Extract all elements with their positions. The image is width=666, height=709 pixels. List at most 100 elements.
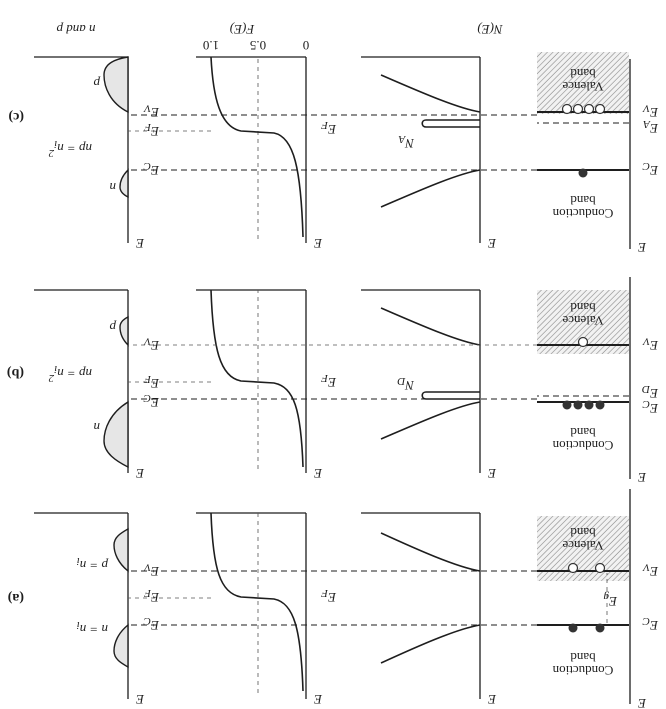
n-label-b: n (94, 420, 101, 435)
carrier-ef-label-b: EF (144, 373, 160, 391)
electron-distribution-c (119, 168, 129, 199)
panel-tag-b: (b) (7, 365, 24, 380)
dos-energy-label-c: E (488, 236, 497, 251)
acceptor-dos-c (421, 119, 480, 128)
fermi-plot-b: EF E (196, 289, 337, 481)
p-eq-label-a: p = ni (77, 555, 109, 573)
gap-label-a: Eg (603, 591, 618, 609)
hole-c-3 (572, 103, 584, 115)
hole-distribution-a (113, 527, 129, 573)
fermi-energy-label-b: E (314, 466, 323, 481)
fermi-plot-c: EF E (196, 56, 337, 251)
valence-label-1-b: Valence (562, 313, 603, 328)
fermi-energy-label-c: E (314, 236, 323, 251)
n-eq-label-a: n = ni (77, 619, 108, 637)
dos-conduction-curve-a (380, 624, 481, 664)
conduction-label-2-b: band (570, 425, 596, 440)
panel-b: E Valence band Conduction band EC ED EV (7, 277, 659, 485)
column-headers: N(E) F(E) n and p 0 0.5 1.0 (56, 22, 504, 53)
fermi-tick-0: 0 (303, 38, 310, 53)
band-diagram-c: E Valence band Conduction band EC EA EV (537, 52, 659, 255)
upright-figure: N(E) F(E) n and p 0 0.5 1.0 E Valence ba… (7, 22, 659, 709)
hole-distribution-c (103, 56, 129, 114)
band-diagram-a: E Valence band Conduction band Eg EC EV (537, 489, 659, 709)
conduction-label-1-c: Conduction (552, 206, 613, 221)
fermi-curve-c (210, 56, 304, 238)
conduction-label-2-c: band (570, 193, 596, 208)
carrier-ec-label-b: EC (143, 392, 160, 410)
n-label-c: n (110, 180, 117, 195)
carrier-ef-label-c: EF (144, 121, 160, 139)
ef-label-c: EF (321, 119, 337, 137)
ef-label-a: EF (321, 587, 337, 605)
dos-plot-a: E (361, 512, 497, 707)
hole-c-1 (594, 103, 606, 115)
header-carriers: n and p (56, 22, 96, 37)
band-diagram-b: E Valence band Conduction band EC ED EV (537, 277, 659, 485)
ed-label-b: ED (642, 383, 659, 401)
valence-label-2-b: band (570, 300, 596, 315)
fermi-curve-a (210, 512, 304, 692)
dos-plot-b: E ND (361, 289, 497, 481)
header-fermi: F(E) (230, 22, 256, 37)
ev-label-c: EV (642, 102, 659, 120)
panel-c: E Valence band Conduction band EC EA EV (8, 52, 659, 255)
p-label-c: p (93, 76, 101, 91)
carrier-plot-a: E n = ni p = ni EC EV EF (a) (7, 512, 160, 707)
carrier-energy-label-a: E (136, 692, 145, 707)
electron-b-1 (595, 400, 605, 410)
donor-dos-b (421, 391, 480, 400)
fermi-tick-10: 1.0 (203, 38, 219, 53)
ec-label-a: EC (642, 615, 659, 633)
dos-valence-curve-c (380, 74, 481, 113)
valence-label-1-c: Valence (562, 79, 603, 94)
conduction-label-2-a: band (570, 650, 596, 665)
fermi-energy-label-a: E (314, 692, 323, 707)
ev-label-b: EV (642, 335, 659, 353)
ea-label-c: EA (643, 118, 659, 136)
electron-a-2 (568, 623, 578, 633)
hole-distribution-b (119, 315, 129, 347)
ef-label-b: EF (321, 372, 337, 390)
energy-label-b: E (638, 470, 647, 485)
electron-distribution-a (113, 623, 129, 669)
carrier-ev-label-a: EV (143, 561, 160, 579)
nd-label-b: ND (397, 375, 415, 393)
carrier-ec-label-a: EC (143, 615, 160, 633)
ec-label-c: EC (642, 160, 659, 178)
conduction-label-1-b: Conduction (552, 438, 613, 453)
energy-label-a: E (638, 696, 647, 709)
valence-label-2-c: band (570, 66, 596, 81)
header-dos: N(E) (477, 22, 503, 37)
valence-band-hatch-c (537, 52, 629, 114)
ev-label-a: EV (642, 561, 659, 579)
electron-b-3 (573, 400, 583, 410)
electron-b-2 (584, 400, 594, 410)
valence-label-2-a: band (570, 525, 596, 540)
dos-plot-c: E NA (361, 56, 497, 251)
hole-c-2 (583, 103, 595, 115)
carrier-ev-label-c: EV (143, 102, 160, 120)
carrier-ev-label-b: EV (143, 335, 160, 353)
hole-b-1 (577, 336, 589, 348)
dos-energy-label-a: E (488, 692, 497, 707)
conduction-label-1-a: Conduction (552, 663, 613, 678)
carrier-ec-label-c: EC (143, 160, 160, 178)
carrier-energy-label-c: E (136, 236, 145, 251)
panel-a: E Valence band Conduction band Eg EC EV (7, 489, 659, 709)
panel-tag-a: (a) (7, 590, 24, 605)
dos-valence-curve-a (380, 532, 481, 572)
panel-tag-c: (c) (8, 109, 24, 124)
energy-label-c: E (638, 240, 647, 255)
dos-conduction-curve-b (380, 401, 481, 440)
electron-distribution-b (103, 400, 129, 469)
na-label-c: NA (398, 133, 415, 151)
electron-a-1 (595, 623, 605, 633)
dos-energy-label-b: E (488, 466, 497, 481)
